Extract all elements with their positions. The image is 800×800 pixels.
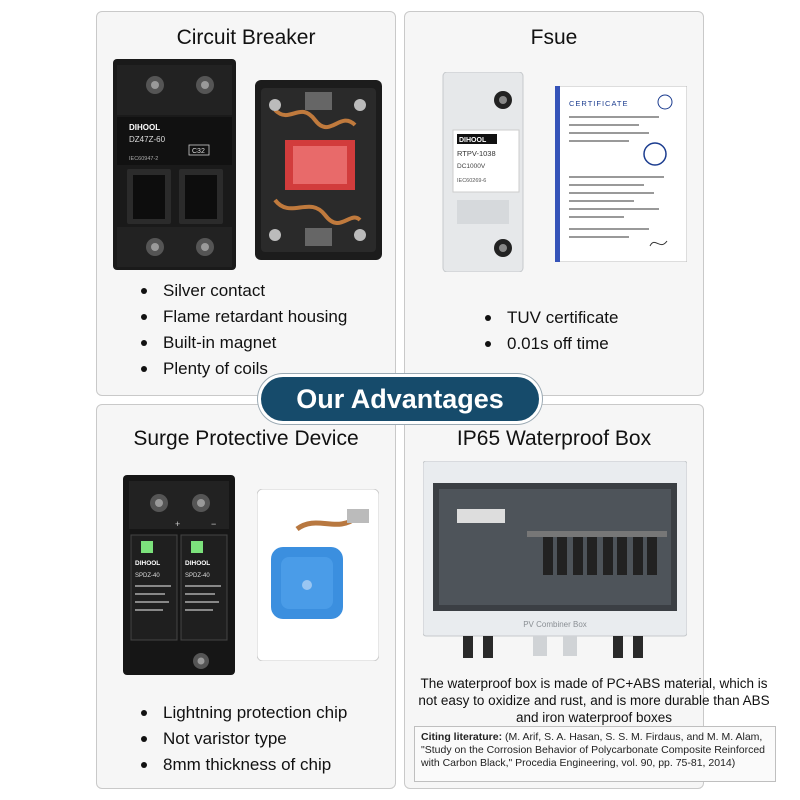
breaker-brand: DIHOOL: [129, 123, 160, 132]
citation-box: Citing literature: (M. Arif, S. A. Hasan…: [414, 726, 776, 782]
spd-model-right: SPDZ-40: [185, 573, 210, 579]
feature-item: Flame retardant housing: [139, 304, 347, 330]
waterproof-box-title: IP65 Waterproof Box: [456, 427, 652, 450]
citation-text: (M. Arif, S. A. Hasan, S. S. M. Firdaus,…: [421, 731, 765, 769]
spd-model-left: SPDZ-40: [135, 573, 160, 579]
feature-item: 8mm thickness of chip: [139, 752, 347, 778]
panel-fuse: Fsue DIHOOL RTPV-1038 DC1000V IEC60269-6…: [404, 11, 704, 396]
fuse-holder-image: DIHOOL RTPV-1038 DC1000V IEC60269-6: [442, 72, 524, 272]
circuit-breaker-features: Silver contact Flame retardant housing B…: [139, 278, 347, 382]
certificate-heading: CERTIFICATE: [569, 99, 628, 108]
fuse-voltage: DC1000V: [457, 163, 486, 170]
feature-item: 0.01s off time: [483, 331, 618, 357]
breaker-standard: IEC60947-2: [129, 156, 158, 162]
fuse-standard: IEC60269-6: [457, 178, 486, 184]
svg-text:+: +: [175, 519, 180, 529]
fuse-brand: DIHOOL: [459, 137, 487, 144]
breaker-rating: C32: [192, 148, 205, 155]
svg-text:−: −: [211, 519, 216, 529]
lightning-chip-image: [257, 489, 379, 661]
fuse-features: TUV certificate 0.01s off time: [483, 305, 618, 357]
panel-surge-protective-device: Surge Protective Device + − DIHOOL DIHOO…: [96, 404, 396, 789]
breaker-model: DZ47Z-60: [129, 135, 166, 144]
feature-item: Not varistor type: [139, 726, 347, 752]
circuit-breaker-internal-image: [255, 80, 382, 260]
panel-waterproof-box: IP65 Waterproof Box PV Combiner Box: [404, 404, 704, 789]
spd-image: + − DIHOOL DIHOOL SPDZ-40 SPDZ-40: [123, 475, 235, 675]
spd-brand-left: DIHOOL: [135, 560, 160, 567]
feature-item: Built-in magnet: [139, 330, 347, 356]
spd-features: Lightning protection chip Not varistor t…: [139, 700, 347, 778]
combiner-box-image: PV Combiner Box: [423, 461, 687, 658]
feature-item: Plenty of coils: [139, 356, 347, 382]
fuse-title: Fsue: [530, 26, 578, 49]
panel-circuit-breaker: Circuit Breaker DIHOOL DZ47Z-60 C32 IEC6…: [96, 11, 396, 396]
spd-brand-right: DIHOOL: [185, 560, 210, 567]
combiner-box-label: PV Combiner Box: [523, 620, 587, 629]
circuit-breaker-image: DIHOOL DZ47Z-60 C32 IEC60947-2: [113, 59, 236, 270]
tuv-certificate-image: CERTIFICATE: [555, 86, 687, 262]
feature-item: Silver contact: [139, 278, 347, 304]
waterproof-box-description: The waterproof box is made of PC+ABS mat…: [418, 676, 770, 725]
our-advantages-banner: Our Advantages: [258, 374, 542, 424]
citation-label: Citing literature:: [421, 731, 503, 743]
feature-item: Lightning protection chip: [139, 700, 347, 726]
spd-title: Surge Protective Device: [133, 427, 359, 450]
feature-item: TUV certificate: [483, 305, 618, 331]
fuse-model: RTPV-1038: [457, 149, 496, 158]
circuit-breaker-title: Circuit Breaker: [176, 26, 316, 49]
